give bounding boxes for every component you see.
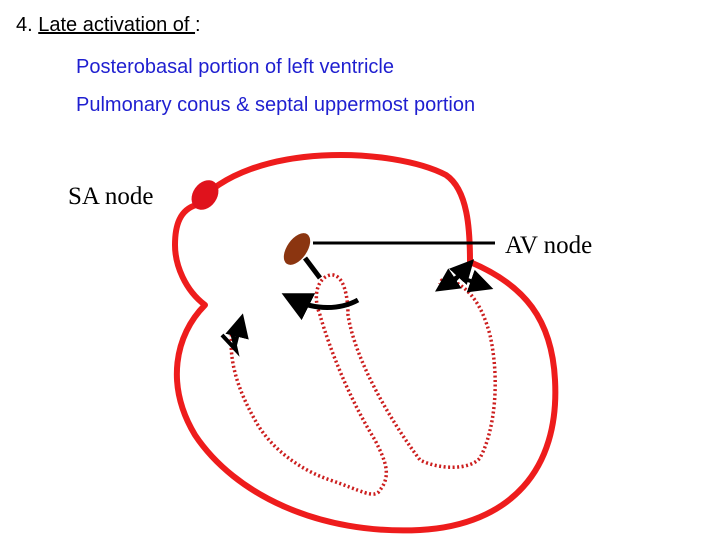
heading-colon: : [195, 14, 201, 36]
sa-node [191, 180, 219, 210]
posterobasal-line: Posterobasal portion of left ventricle [76, 56, 394, 78]
bundle-branch-arrow [281, 293, 360, 321]
av-node-arrow [449, 259, 475, 285]
conduction-pathway [229, 273, 497, 496]
heart-outline [172, 152, 559, 534]
heading-text: Late activation of [38, 14, 196, 36]
right-base-arrow-2 [461, 269, 494, 293]
av-node-label: AV node [505, 232, 592, 259]
slide-heading: 4. Late activation of : [16, 14, 201, 37]
heading-number: 4. [16, 14, 33, 36]
pulmonary-conus-line: Pulmonary conus & septal uppermost porti… [76, 94, 476, 116]
left-apex-arrow-head [220, 331, 240, 357]
av-node [283, 233, 311, 265]
sa-node-label: SA node [68, 183, 153, 210]
av-bundle-arrow [303, 256, 322, 280]
